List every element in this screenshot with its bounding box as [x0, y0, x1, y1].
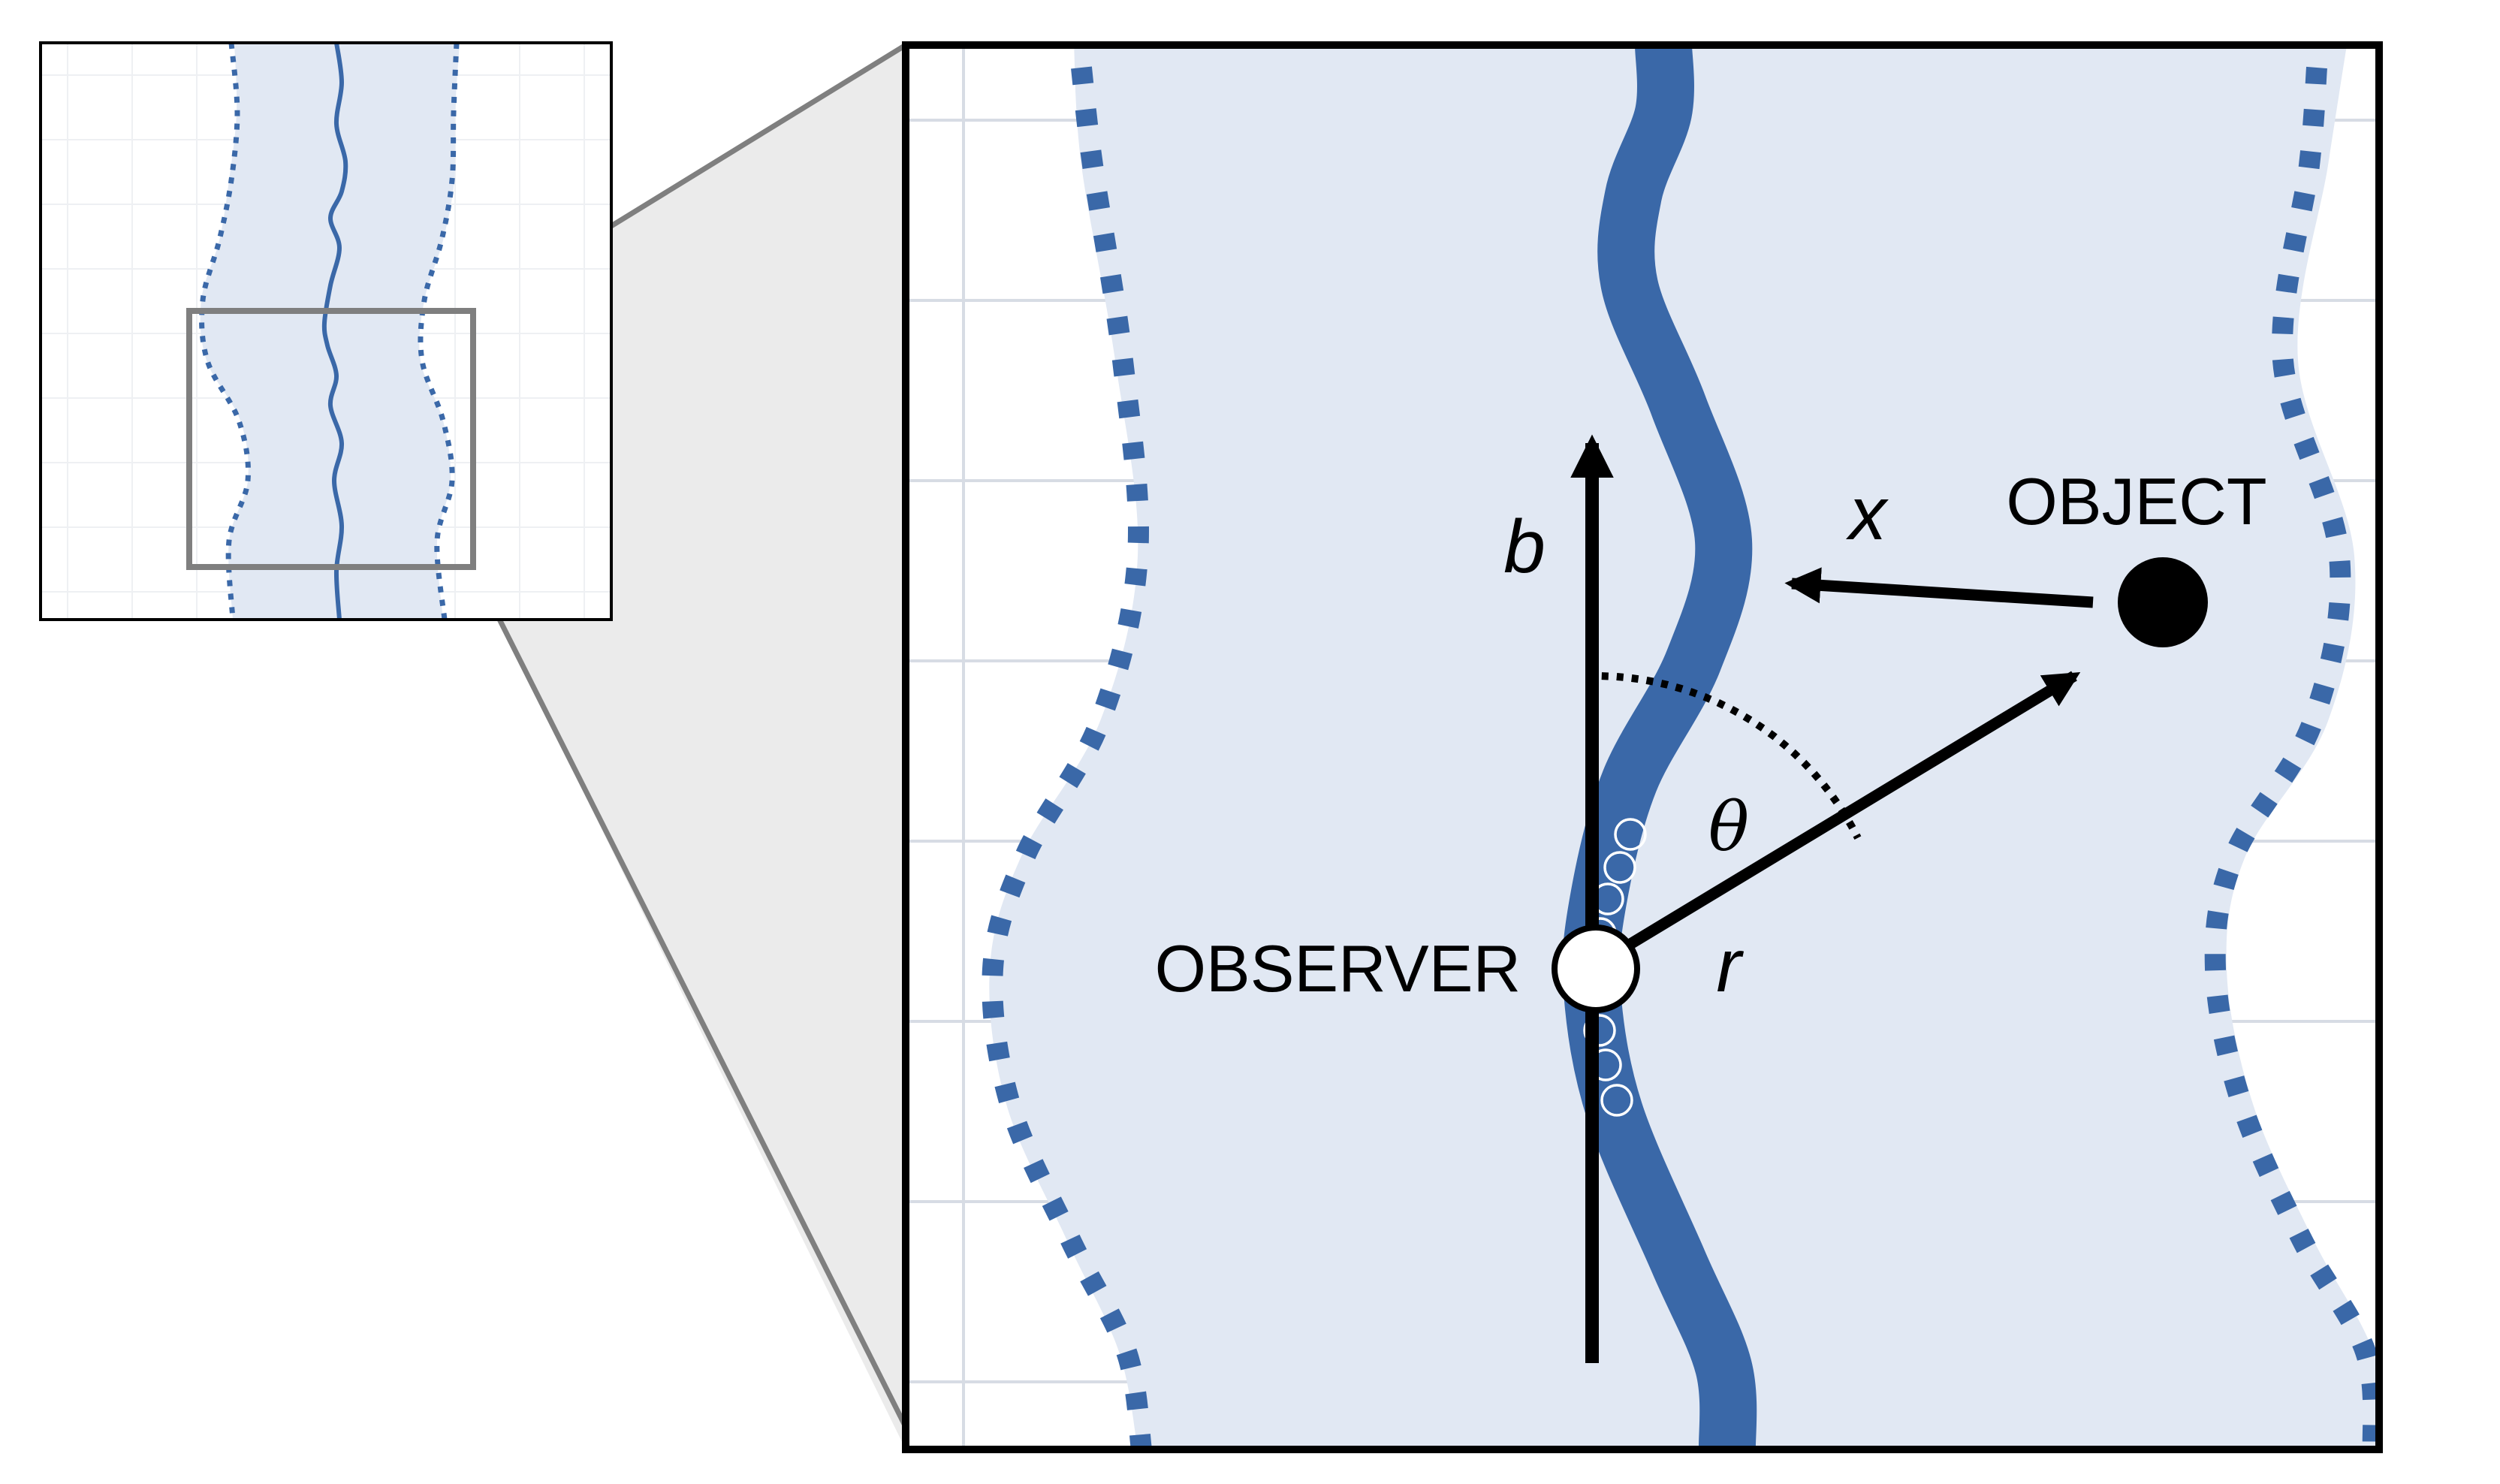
x-vector-arrow [1784, 567, 2094, 608]
overview-stream-band [200, 43, 460, 620]
observer-label: OBSERVER [1155, 931, 1521, 1006]
trail-circle [1614, 818, 1647, 851]
trail-circle [1600, 1084, 1633, 1117]
zoom-panel: OBJECT OBSERVER b x r θ [902, 41, 2383, 1453]
overview-stream-centerline [321, 43, 348, 620]
zoom-connector-bottom-line [470, 566, 909, 1428]
zoom-border [902, 41, 2383, 1453]
object-marker [2118, 557, 2208, 647]
trail-circle [1603, 851, 1636, 884]
zoom-stream-centerline [1562, 45, 1757, 1449]
x-label: x [1846, 472, 1889, 556]
r-label: r [1716, 924, 1744, 1008]
object-label: OBJECT [2006, 464, 2266, 538]
b-label: b [1503, 505, 1546, 589]
theta-label: θ [1708, 788, 1749, 867]
overview-panel [39, 41, 613, 621]
zoom-stream-band [989, 45, 2379, 1449]
trail-circle [1583, 1014, 1616, 1047]
overview-left-dotted-edge [199, 43, 251, 620]
overview-border [39, 41, 613, 621]
zoom-region-box [186, 308, 476, 570]
observer-marker [1552, 924, 1640, 1013]
zoom-left-dotted-edge [982, 66, 1152, 1449]
r-vector-arrow [1595, 671, 2081, 969]
